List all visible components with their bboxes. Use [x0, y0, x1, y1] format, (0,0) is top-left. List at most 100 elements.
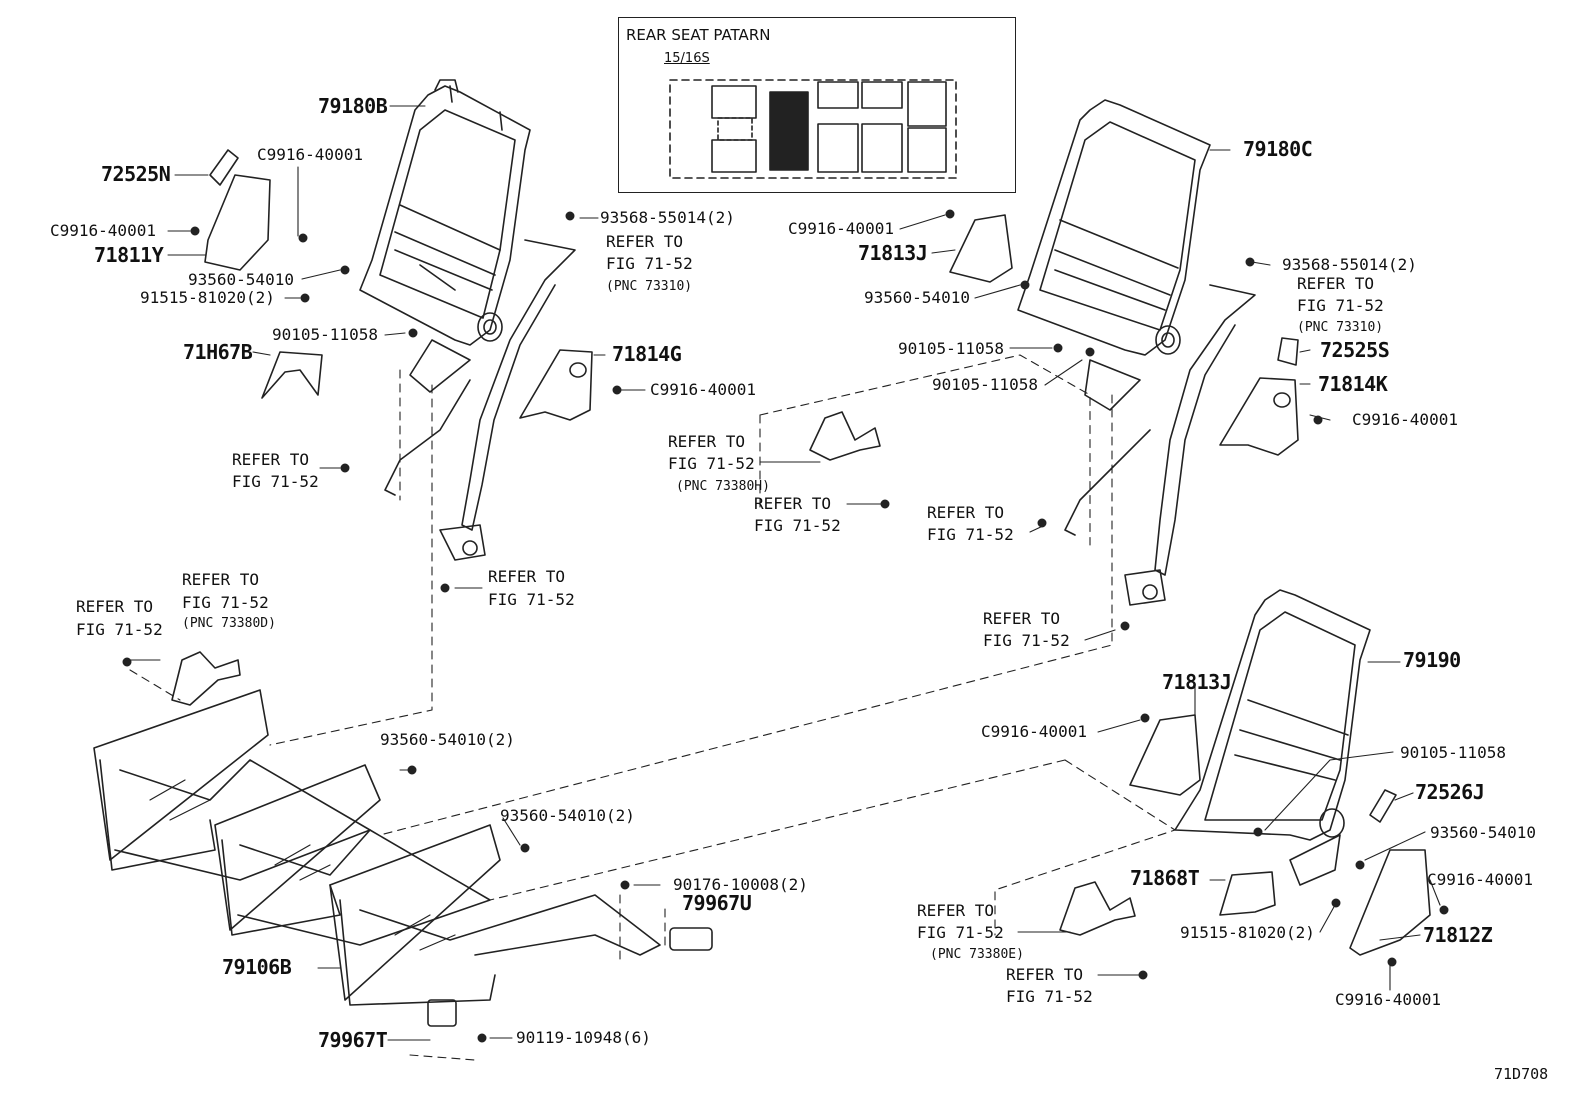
refer-d-line1[interactable]: REFER TO — [76, 597, 154, 616]
cushion-frame-79106b — [94, 690, 660, 1005]
part-label-71813j-bot[interactable]: 71813J — [1162, 670, 1232, 694]
part-label-71812z[interactable]: 71812Z — [1423, 923, 1493, 947]
part-label-71813j-top[interactable]: 71813J — [858, 241, 928, 265]
bracket-71868t — [1220, 872, 1275, 915]
seatback-frame-79190 — [1175, 590, 1370, 885]
part-label-c9916-left[interactable]: C9916-40001 — [50, 221, 156, 240]
cover-71814g — [520, 350, 592, 420]
refer-b-line2[interactable]: FIG 71-52 — [232, 472, 319, 491]
part-label-c9916-g[interactable]: C9916-40001 — [650, 380, 756, 399]
refer-h-line2[interactable]: FIG 71-52 — [1297, 296, 1384, 315]
refer-c-line1[interactable]: REFER TO — [488, 567, 566, 586]
refer-b-line1[interactable]: REFER TO — [232, 450, 310, 469]
handle-79967u — [670, 928, 712, 950]
part-label-c9916-bot2[interactable]: C9916-40001 — [1427, 870, 1533, 889]
trim-72525n — [210, 150, 238, 185]
cover-71812z — [1350, 850, 1430, 955]
refer-i-line2[interactable]: FIG 71-52 — [927, 525, 1014, 544]
refer-a-line2[interactable]: FIG 71-52 — [606, 254, 693, 273]
part-label-c9916-bot3[interactable]: C9916-40001 — [1335, 990, 1441, 1009]
buckle-strap-bot — [1060, 882, 1135, 935]
cover-71813j-bot — [1130, 715, 1200, 795]
part-label-90105-bot[interactable]: 90105-11058 — [1400, 743, 1506, 762]
part-label-91515-bot[interactable]: 91515-81020(2) — [1180, 923, 1315, 942]
part-label-79180c[interactable]: 79180C — [1243, 137, 1313, 161]
part-label-90105-mid1[interactable]: 90105-11058 — [898, 339, 1004, 358]
refer-f-line1[interactable]: REFER TO — [668, 432, 746, 451]
fasteners — [123, 210, 1448, 1042]
refer-a-line1[interactable]: REFER TO — [606, 232, 684, 251]
refer-e-line3: (PNC 73380D) — [182, 616, 276, 631]
part-label-71814g[interactable]: 71814G — [612, 342, 682, 366]
refer-i-line1[interactable]: REFER TO — [927, 503, 1005, 522]
refer-l-line1[interactable]: REFER TO — [1006, 965, 1084, 984]
seat-pattern-inset: REAR SEAT PATARN 15/16S — [618, 17, 1016, 193]
belt-left — [385, 240, 575, 560]
refer-k-line1[interactable]: REFER TO — [917, 901, 995, 920]
cover-71811y — [205, 175, 270, 270]
assembly-lines — [130, 355, 1175, 1060]
refer-h-line1[interactable]: REFER TO — [1297, 274, 1375, 293]
pattern-subtitle: 15/16S — [664, 51, 710, 66]
part-label-71h67b[interactable]: 71H67B — [183, 340, 253, 364]
part-label-93560-m2[interactable]: 93560-54010(2) — [500, 806, 635, 825]
part-label-93568-right[interactable]: 93568-55014(2) — [1282, 255, 1417, 274]
refer-g-line2[interactable]: FIG 71-52 — [754, 516, 841, 535]
cover-71814k — [1220, 378, 1298, 455]
refer-f-line3: (PNC 73380H) — [676, 479, 770, 494]
refer-e-line2[interactable]: FIG 71-52 — [182, 593, 269, 612]
refer-c-line2[interactable]: FIG 71-52 — [488, 590, 575, 609]
seatback-frame-79180c — [1018, 100, 1210, 410]
part-label-79967u[interactable]: 79967U — [682, 891, 752, 915]
buckle-strap-left — [172, 652, 240, 705]
refer-l-line2[interactable]: FIG 71-52 — [1006, 987, 1093, 1006]
refer-e-line1[interactable]: REFER TO — [182, 570, 260, 589]
buckle-strap-mid — [810, 412, 880, 460]
refer-k-line2[interactable]: FIG 71-52 — [917, 923, 1004, 942]
part-label-72525s[interactable]: 72525S — [1320, 338, 1390, 362]
part-label-93568-left[interactable]: 93568-55014(2) — [600, 208, 735, 227]
refer-f-line2[interactable]: FIG 71-52 — [668, 454, 755, 473]
knob-79967t — [428, 1000, 456, 1026]
part-label-c9916-top[interactable]: C9916-40001 — [257, 145, 363, 164]
part-label-79106b[interactable]: 79106B — [222, 955, 292, 979]
part-label-72525n[interactable]: 72525N — [101, 162, 171, 186]
part-label-c9916-k[interactable]: C9916-40001 — [1352, 410, 1458, 429]
part-label-93560-bot[interactable]: 93560-54010 — [1430, 823, 1536, 842]
seatback-frame-79180b — [360, 80, 530, 392]
part-label-79180b[interactable]: 79180B — [318, 94, 388, 118]
part-label-90105-left[interactable]: 90105-11058 — [272, 325, 378, 344]
part-label-90176[interactable]: 90176-10008(2) — [673, 875, 808, 894]
part-label-93560-left[interactable]: 93560-54010 — [188, 270, 294, 289]
refer-g-line1[interactable]: REFER TO — [754, 494, 832, 513]
part-label-90119[interactable]: 90119-10948(6) — [516, 1028, 651, 1047]
leader-lines — [125, 106, 1440, 1040]
part-label-93560-m1[interactable]: 93560-54010(2) — [380, 730, 515, 749]
refer-h-line3: (PNC 73310) — [1297, 320, 1384, 335]
part-label-72526j[interactable]: 72526J — [1415, 780, 1485, 804]
part-label-71814k[interactable]: 71814K — [1318, 372, 1388, 396]
part-label-90105-mid2[interactable]: 90105-11058 — [932, 375, 1038, 394]
seat-pattern-grid — [670, 80, 956, 178]
trim-71h67b — [262, 352, 322, 398]
refer-j-line1[interactable]: REFER TO — [983, 609, 1061, 628]
refer-j-line2[interactable]: FIG 71-52 — [983, 631, 1070, 650]
belt-right — [1065, 285, 1255, 605]
part-label-c9916-bot[interactable]: C9916-40001 — [981, 722, 1087, 741]
diagram-code: 71D708 — [1494, 1065, 1549, 1083]
refer-d-line2[interactable]: FIG 71-52 — [76, 620, 163, 639]
part-label-79190[interactable]: 79190 — [1403, 648, 1461, 672]
part-label-79967t[interactable]: 79967T — [318, 1028, 388, 1052]
part-label-71811y[interactable]: 71811Y — [94, 243, 164, 267]
refer-a-line3: (PNC 73310) — [606, 279, 693, 294]
pattern-title: REAR SEAT PATARN — [626, 26, 771, 44]
trim-72526j — [1370, 790, 1396, 822]
trim-72525s — [1278, 338, 1298, 365]
part-label-c9916-mid[interactable]: C9916-40001 — [788, 219, 894, 238]
cover-71813j-top — [950, 215, 1012, 282]
part-label-93560-mid[interactable]: 93560-54010 — [864, 288, 970, 307]
refer-k-line3: (PNC 73380E) — [930, 947, 1024, 962]
part-label-71868t[interactable]: 71868T — [1130, 866, 1200, 890]
part-label-91515-left[interactable]: 91515-81020(2) — [140, 288, 275, 307]
